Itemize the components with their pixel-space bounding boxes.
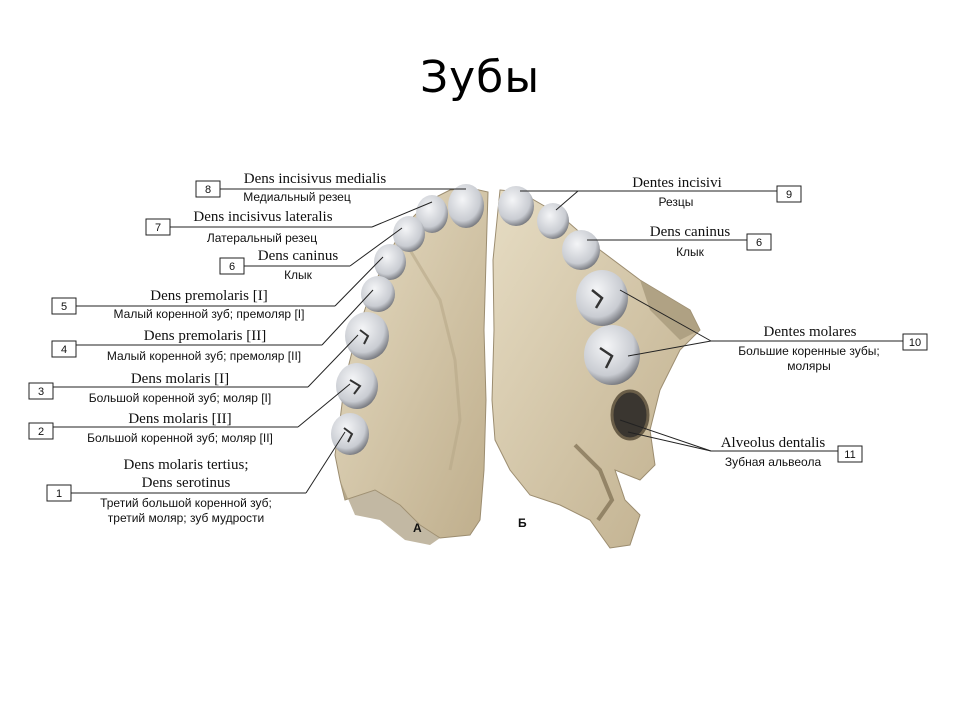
tooth-molar-3-left <box>331 413 369 455</box>
label-russian: Малый коренной зуб; премоляр [I] <box>114 307 305 321</box>
label-4: 4 Dens premolaris [II] Малый коренной зу… <box>51 289 374 363</box>
label-num: 10 <box>909 337 921 349</box>
alveolus-socket <box>610 389 650 441</box>
panel-label-b: Б <box>518 516 527 530</box>
label-russian-1: Большие коренные зубы; <box>738 344 880 358</box>
label-latin: Dentes incisivi <box>632 175 722 191</box>
teeth-left <box>331 184 484 455</box>
label-latin: Dens incisivus medialis <box>244 171 387 187</box>
label-7: 7 Dens incisivus lateralis Латеральный р… <box>145 201 433 245</box>
slide-title: Зубы <box>419 52 541 103</box>
tooth-canine-right <box>562 230 600 270</box>
label-latin: Alveolus dentalis <box>721 435 826 451</box>
label-5: 5 Dens premolaris [I] Малый коренной зуб… <box>51 256 384 321</box>
label-russian: Клык <box>676 245 705 259</box>
tooth-incisor-medial-right <box>498 186 534 226</box>
label-russian: Резцы <box>659 195 694 209</box>
label-latin: Dens caninus <box>650 224 731 240</box>
label-latin: Dentes molares <box>764 324 857 340</box>
label-3: 3 Dens molaris [I] Большой коренной зуб;… <box>28 334 359 405</box>
label-num: 5 <box>61 301 67 313</box>
label-russian: Малый коренной зуб; премоляр [II] <box>107 349 301 363</box>
label-latin-1: Dens molaris tertius; <box>124 457 249 473</box>
label-8: 8 Dens incisivus medialis Медиальный рез… <box>195 171 466 204</box>
label-num: 9 <box>786 189 792 201</box>
label-latin: Dens premolaris [II] <box>144 328 266 344</box>
label-10: 10 Dentes molares Большие коренные зубы;… <box>619 289 928 373</box>
label-russian: Зубная альвеола <box>725 455 822 469</box>
label-latin: Dens incisivus lateralis <box>193 209 332 225</box>
label-russian: Медиальный резец <box>243 190 351 204</box>
label-num: 6 <box>229 261 235 273</box>
label-russian: Латеральный резец <box>207 231 317 245</box>
label-num: 1 <box>56 488 62 500</box>
label-latin: Dens premolaris [I] <box>150 288 267 304</box>
tooth-premolar-2-left <box>361 276 395 312</box>
label-latin: Dens molaris [I] <box>131 371 229 387</box>
tooth-incisor-lateral-left <box>416 195 448 233</box>
label-num: 4 <box>61 344 67 356</box>
label-1: 1 Dens molaris tertius; Dens serotinus Т… <box>46 431 346 525</box>
label-latin: Dens caninus <box>258 248 339 264</box>
teeth-right <box>498 186 650 441</box>
label-num: 2 <box>38 426 44 438</box>
label-russian-2: моляры <box>787 359 830 373</box>
label-russian: Клык <box>284 268 313 282</box>
label-latin: Dens molaris [II] <box>128 411 231 427</box>
label-num: 3 <box>38 386 44 398</box>
label-latin-2: Dens serotinus <box>142 475 231 491</box>
label-2: 2 Dens molaris [II] Большой коренной зуб… <box>28 383 351 445</box>
label-num: 6 <box>756 237 762 249</box>
tooth-canine-left <box>393 216 425 252</box>
label-num: 8 <box>205 184 211 196</box>
label-6-right: 6 Dens caninus Клык <box>587 224 772 259</box>
label-russian-2: третий моляр; зуб мудрости <box>108 511 264 525</box>
tooth-premolar-1-left <box>374 244 406 280</box>
tooth-incisor-lateral-right <box>537 203 569 239</box>
label-9: 9 Dentes incisivi Резцы <box>520 175 802 211</box>
label-num: 7 <box>155 222 161 234</box>
tooth-incisor-medial-left <box>448 184 484 228</box>
label-russian-1: Третий большой коренной зуб; <box>100 496 272 510</box>
label-11: 11 Alveolus dentalis Зубная альвеола <box>619 419 863 469</box>
label-russian: Большой коренной зуб; моляр [II] <box>87 431 273 445</box>
label-russian: Большой коренной зуб; моляр [I] <box>89 391 271 405</box>
tooth-molar-2-left <box>336 363 378 409</box>
panel-label-a: А <box>413 521 422 535</box>
label-num: 11 <box>844 449 855 461</box>
label-6-left: 6 Dens caninus Клык <box>219 227 403 282</box>
